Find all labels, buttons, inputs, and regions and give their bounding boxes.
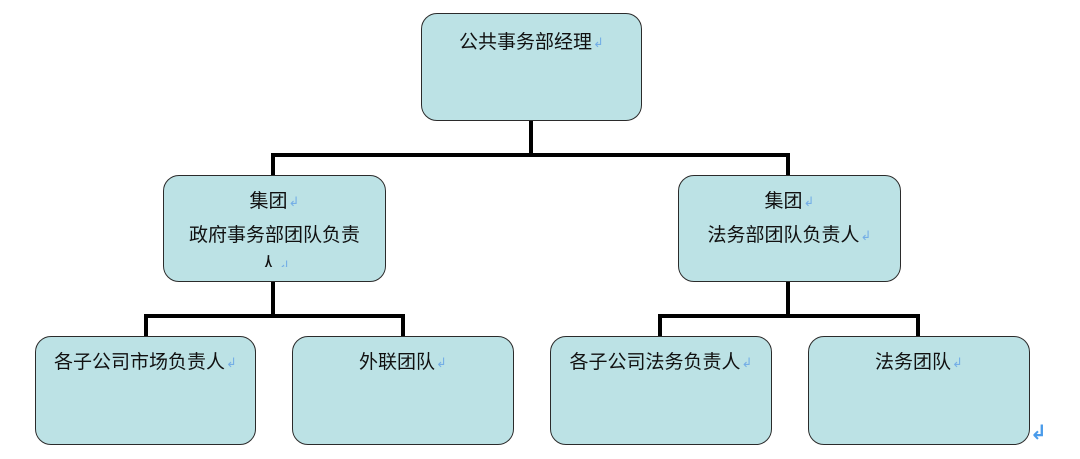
node-label-line2: 政府事务部团队负责 — [188, 224, 360, 246]
node-label: 公共事务部经理 — [459, 31, 593, 53]
node-subsidiary-legal-lead: 各子公司法务负责人↲ — [550, 336, 772, 445]
paragraph-mark-icon: ↲ — [279, 259, 290, 267]
node-group-government-affairs-lead: 集团↲ 政府事务部团队负责 人↲ — [163, 175, 386, 282]
paragraph-mark-icon: ↲ — [741, 356, 753, 371]
node-label-line2: 法务部团队负责人 — [707, 224, 860, 246]
node-group-legal-lead: 集团↲ 法务部团队负责人↲ — [678, 175, 901, 282]
paragraph-mark-icon: ↲ — [226, 356, 237, 371]
paragraph-mark-icon: ↲ — [288, 195, 300, 210]
paragraph-mark-icon: ↲ — [803, 195, 815, 210]
node-subsidiary-market-lead: 各子公司市场负责人↲ — [35, 336, 256, 445]
node-label-line1: 集团 — [764, 190, 803, 212]
paragraph-mark-icon: ↲ — [860, 229, 872, 244]
paragraph-mark-icon: ↲ — [1030, 420, 1047, 444]
node-label: 外联团队 — [359, 351, 436, 373]
node-public-affairs-manager: 公共事务部经理↲ — [421, 13, 642, 121]
paragraph-mark-icon: ↲ — [436, 356, 447, 371]
node-label: 各子公司法务负责人 — [569, 351, 741, 373]
node-legal-team: 法务团队↲ — [808, 336, 1030, 445]
node-label: 各子公司市场负责人 — [54, 351, 226, 373]
node-label: 法务团队 — [875, 351, 952, 373]
node-label-line3: 人 — [259, 254, 279, 267]
node-label-line1: 集团 — [249, 190, 288, 212]
paragraph-mark-icon: ↲ — [593, 36, 604, 51]
node-liaison-team: 外联团队↲ — [292, 336, 514, 445]
paragraph-mark-icon: ↲ — [952, 356, 963, 371]
